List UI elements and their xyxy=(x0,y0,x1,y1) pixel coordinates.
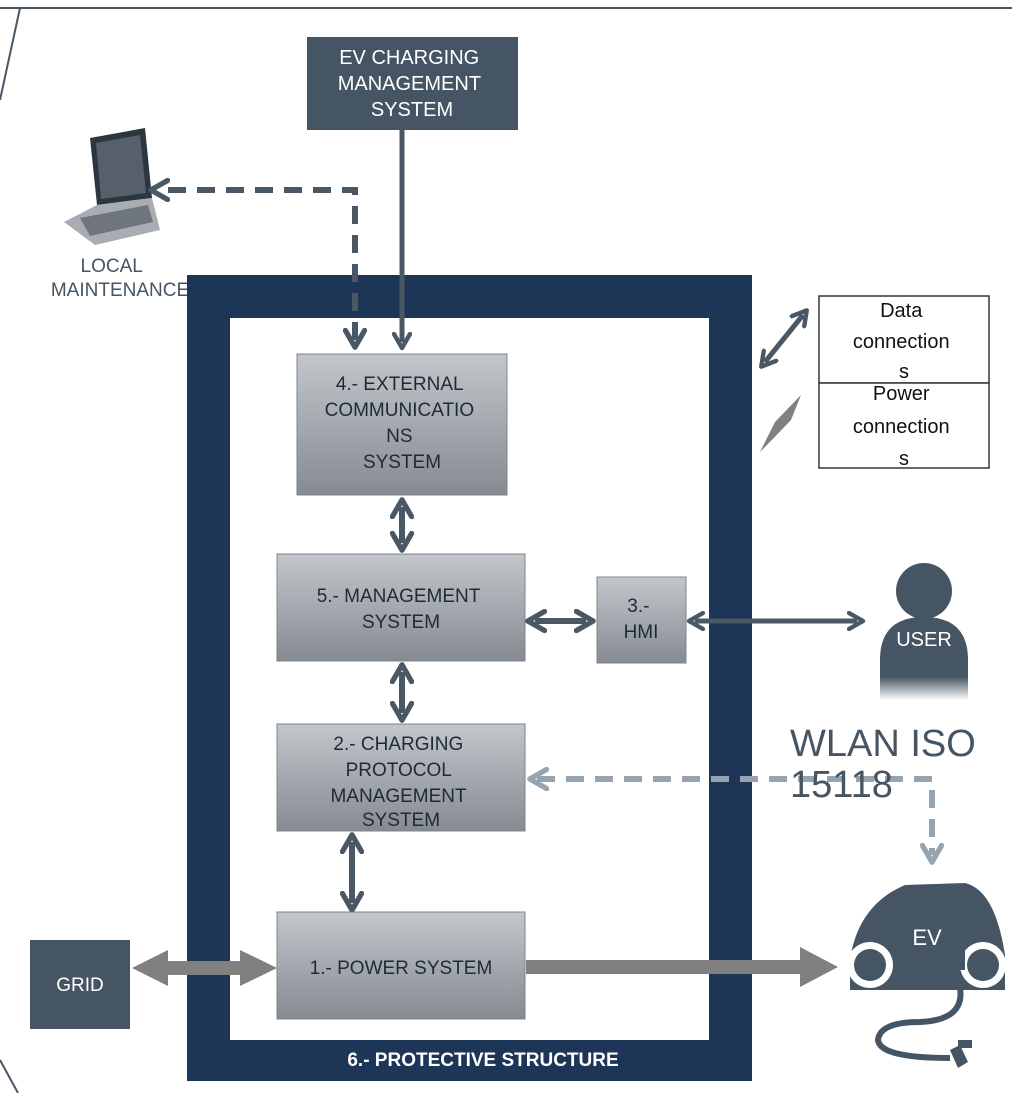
grid-label: GRID xyxy=(56,975,104,996)
legend: Data connection s Power connection s xyxy=(760,295,990,470)
ev-label: EV xyxy=(912,925,942,950)
management-system-node: 5.- MANAGEMENT SYSTEM xyxy=(276,553,526,662)
legend-power-connections-label: Power connection s xyxy=(853,383,955,470)
svg-text:4.- EXTERNAL COMMUNICATI: 4.- EXTERNAL COMMUNICATIO NS SYSTEM xyxy=(325,374,480,473)
svg-text:2.- CHARGING PROTOCOL: 2.- CHARGING PROTOCOL MANAGEMENT SYSTEM xyxy=(330,734,471,831)
wlan-iso15118-connection xyxy=(537,779,932,855)
svg-text:1.- POWER SYSTEM: 1.- POWER SYSTEM xyxy=(310,958,493,979)
grid-node: GRID xyxy=(30,940,130,1029)
power-ev-connection xyxy=(526,947,838,987)
external-communications-system-node: 4.- EXTERNAL COMMUNICATIO NS SYSTEM xyxy=(296,353,508,496)
data-connection-arrow-icon xyxy=(765,315,803,362)
laptop-icon xyxy=(64,128,160,245)
protective-structure-label: 6.- PROTECTIVE STRUCTURE xyxy=(347,1050,618,1071)
local-maintenance-label: LOCAL MAINTENANCE xyxy=(51,256,189,301)
grid-power-connection xyxy=(132,950,277,986)
ev-car-icon: EV xyxy=(847,883,1006,1068)
svg-text:5.- MANAGEMENT SYSTEM: 5.- MANAGEMENT SYSTEM xyxy=(317,586,486,633)
svg-text:EV CHARGING MANAGEMENT: EV CHARGING MANAGEMENT SYSTEM xyxy=(338,47,487,121)
user-label: USER xyxy=(896,629,952,651)
user-icon: USER xyxy=(880,563,968,700)
power-connection-arrow-icon xyxy=(760,395,801,452)
ev-charging-management-system-node: EV CHARGING MANAGEMENT SYSTEM xyxy=(307,37,518,130)
page-frame xyxy=(0,7,1012,1093)
power-system-node: 1.- POWER SYSTEM xyxy=(276,911,526,1020)
wlan-iso15118-label: WLAN ISO 15118 xyxy=(790,723,986,806)
legend-data-connections-label: Data connection s xyxy=(853,300,955,383)
local-maintenance-connection xyxy=(158,190,355,340)
svg-text:3.- HMI: 3.- HMI xyxy=(624,596,659,643)
hmi-node: 3.- HMI xyxy=(596,576,687,664)
charging-protocol-management-system-node: 2.- CHARGING PROTOCOL MANAGEMENT SYSTEM xyxy=(276,723,526,832)
